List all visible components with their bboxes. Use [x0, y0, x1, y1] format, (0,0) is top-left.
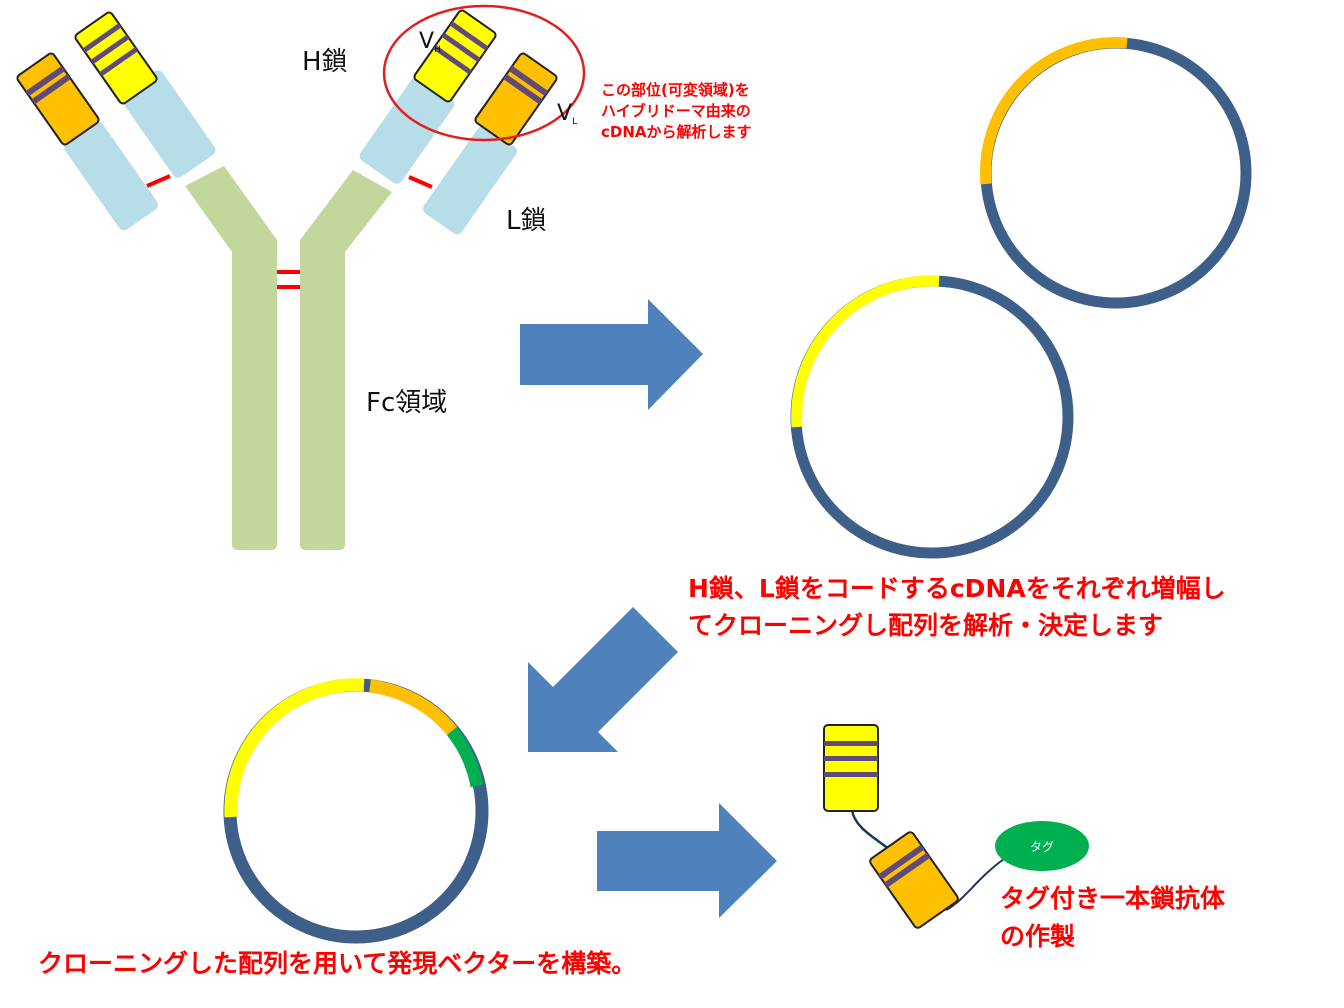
vh-label-main: V — [419, 29, 434, 54]
heavy-chain-arm-left — [185, 166, 277, 262]
disulfide-left — [146, 174, 171, 188]
variable-region-note-line-3: cDNAから解析します — [601, 123, 752, 141]
heavy-chain-label: H鎖 — [302, 47, 348, 77]
vl-domain-left — [16, 52, 100, 146]
heavy-ch1-left — [120, 70, 216, 178]
scfv-construct: タグ — [823, 724, 1089, 929]
scfv-vh-domain — [823, 724, 879, 812]
disulfide-right — [408, 175, 433, 189]
light-cl-left — [64, 121, 158, 231]
arrow-down-left — [528, 607, 678, 752]
plasmid-yellow-insert — [790, 275, 1074, 559]
variable-region-note-line-2: ハイブリドーマ由来の — [601, 102, 751, 120]
heavy-ch1-right — [359, 76, 455, 184]
vl-domain-right — [474, 52, 558, 146]
amplify-caption-line-2: てクローニングし配列を解析・決定します — [688, 611, 1163, 640]
fc-stem-left — [232, 258, 277, 550]
scfv-caption-line-1: タグ付き一本鎖抗体 — [1000, 884, 1226, 913]
vl-label-sub: L — [572, 117, 577, 127]
vh-label: VH — [419, 29, 441, 55]
fc-region-label: Fc領域 — [366, 388, 447, 418]
arrow-right-top — [520, 299, 703, 410]
expression-vector-plasmid — [223, 678, 489, 944]
vh-domain-right — [413, 9, 497, 103]
amplify-caption: H鎖、L鎖をコードするcDNAをそれぞれ増幅し てクローニングし配列を解析・決定… — [688, 574, 1234, 640]
light-cl-right — [423, 125, 517, 235]
scfv-caption: タグ付き一本鎖抗体 の作製 — [1000, 884, 1234, 951]
plasmid-orange-insert — [980, 37, 1252, 309]
vl-label-main: V — [557, 101, 572, 126]
tag-label: タグ — [1030, 840, 1054, 854]
vl-label: VL — [557, 101, 577, 127]
vector-caption: クローニングした配列を用いて発現ベクターを構築。 — [38, 949, 636, 978]
tag-linker — [945, 857, 1006, 911]
vh-domain-left — [74, 11, 158, 105]
variable-region-highlight — [382, 4, 586, 142]
light-chain-label: L鎖 — [506, 206, 547, 236]
arrow-right-bottom — [597, 803, 777, 918]
scfv-caption-line-2: の作製 — [1000, 922, 1075, 951]
amplify-caption-line-1: H鎖、L鎖をコードするcDNAをそれぞれ増幅し — [688, 574, 1226, 603]
tag-ellipse — [995, 821, 1089, 871]
variable-region-note: この部位(可変領域)を ハイブリドーマ由来の cDNAから解析します — [601, 81, 756, 141]
antibody — [16, 4, 586, 550]
vh-label-sub: H — [434, 45, 441, 55]
variable-region-note-line-1: この部位(可変領域)を — [601, 81, 750, 99]
heavy-chain-arm-right — [300, 170, 392, 262]
scfv-vl-domain — [869, 831, 959, 929]
fc-stem-right — [300, 258, 345, 550]
